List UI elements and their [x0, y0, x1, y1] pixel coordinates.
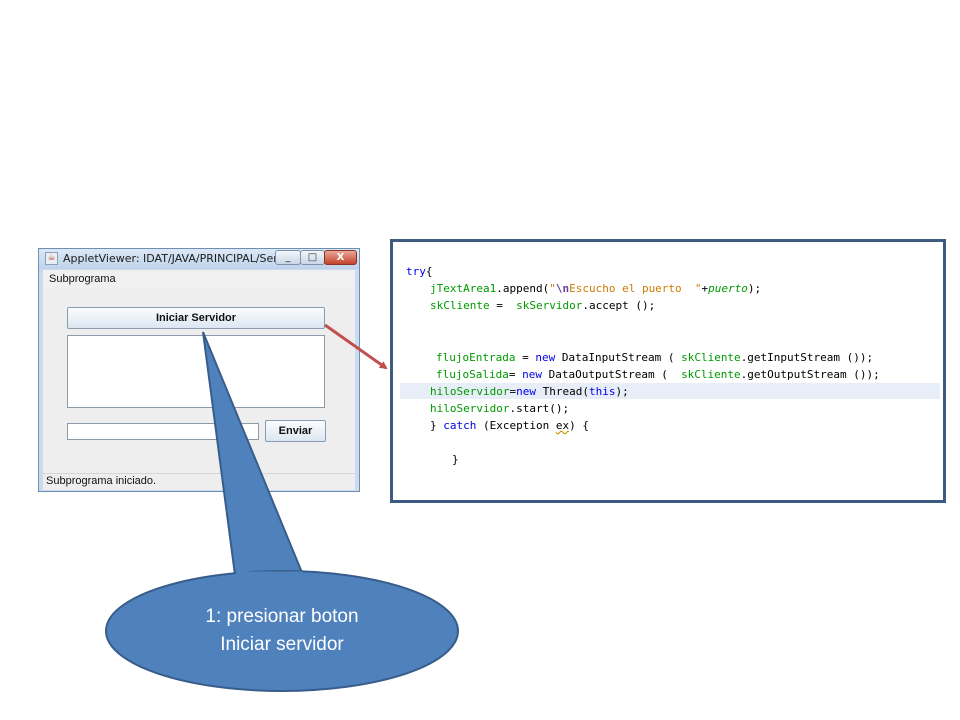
enviar-button[interactable]: Enviar	[265, 420, 326, 442]
code-panel: try{ jTextArea1.append("\nEscucho el pue…	[390, 239, 946, 503]
menu-bar: Subprograma	[43, 270, 355, 288]
status-text: Subprograma iniciado.	[46, 475, 157, 487]
highlighted-line	[400, 383, 940, 399]
callout-line-1: 1: presionar boton	[205, 606, 359, 627]
callout-pointer	[202, 331, 305, 576]
status-bar: Subprograma iniciado.	[43, 473, 355, 490]
code-line-8: } catch (Exception ex) {	[430, 419, 589, 432]
window-title: AppletViewer: IDAT/JAVA/PRINCIPAL/Serv..…	[63, 252, 294, 265]
code-line-4: flujoEntrada = new DataInputStream ( skC…	[436, 351, 874, 364]
message-input[interactable]	[67, 423, 259, 440]
callout-text: 1: presionar boton Iniciar servidor	[112, 603, 452, 659]
iniciar-servidor-button[interactable]: Iniciar Servidor	[67, 307, 325, 329]
code-line-6: hiloServidor=new Thread(this);	[430, 385, 629, 398]
callout-ellipse	[105, 570, 459, 692]
close-icon: X	[336, 252, 345, 263]
title-bar[interactable]: ☕ AppletViewer: IDAT/JAVA/PRINCIPAL/Serv…	[39, 249, 359, 269]
close-button[interactable]: X	[324, 250, 357, 265]
maximize-icon: □	[307, 252, 318, 263]
code-line-7: hiloServidor.start();	[430, 402, 570, 415]
minimize-icon: _	[285, 252, 291, 263]
log-text-area[interactable]	[67, 335, 325, 408]
callout-line-2: Iniciar servidor	[220, 634, 344, 655]
menu-subprograma[interactable]: Subprograma	[49, 273, 116, 285]
code-line-2: jTextArea1.append("\nEscucho el puerto "…	[430, 282, 762, 295]
java-cup-icon: ☕	[45, 252, 58, 265]
applet-content: Iniciar Servidor Enviar	[43, 288, 355, 473]
code-line-9: }	[452, 453, 459, 466]
code-line-3: skCliente = skServidor.accept ();	[430, 299, 656, 312]
arrow-shaft	[324, 323, 388, 370]
code-line-5: flujoSalida= new DataOutputStream ( skCl…	[436, 368, 880, 381]
applet-window: ☕ AppletViewer: IDAT/JAVA/PRINCIPAL/Serv…	[38, 248, 360, 492]
code-line-1: try{	[406, 265, 433, 278]
